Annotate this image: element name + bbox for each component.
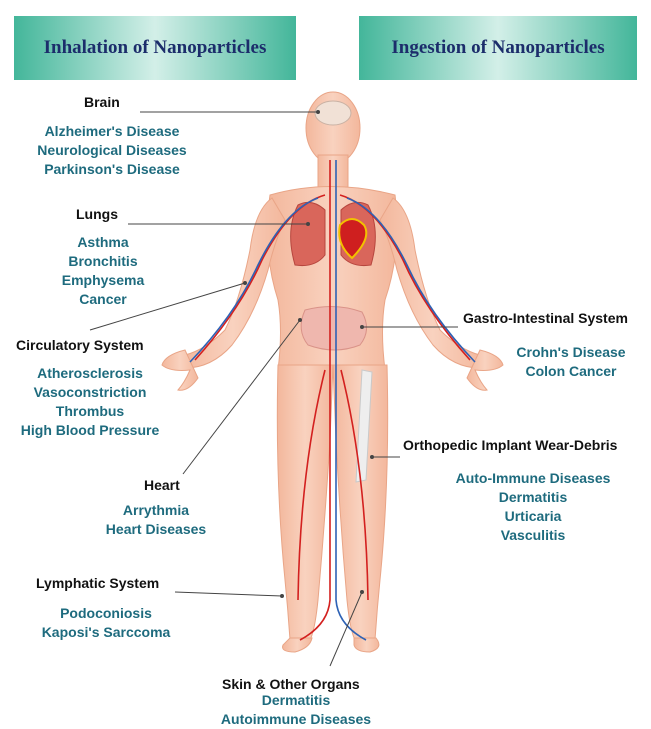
list-item: Kaposi's Sarccoma xyxy=(26,623,186,642)
list-item: Emphysema xyxy=(48,271,158,290)
list-item: Auto-Immune Diseases xyxy=(440,469,626,488)
brain-heading: Brain xyxy=(84,94,120,110)
list-item: Asthma xyxy=(48,233,158,252)
lungs-list: Asthma Bronchitis Emphysema Cancer xyxy=(48,233,158,309)
list-item: Thrombus xyxy=(10,402,170,421)
lymphatic-connector xyxy=(175,592,282,596)
lungs-heading: Lungs xyxy=(76,206,118,222)
list-item: Arrythmia xyxy=(94,501,218,520)
list-item: Cancer xyxy=(48,290,158,309)
list-item: Dermatitis xyxy=(440,488,626,507)
list-item: Urticaria xyxy=(440,507,626,526)
list-item: Colon Cancer xyxy=(502,362,640,381)
skin-heading: Skin & Other Organs xyxy=(222,676,360,692)
list-item: Neurological Diseases xyxy=(18,141,206,160)
heart-connector xyxy=(183,320,300,474)
brain-list: Alzheimer's Disease Neurological Disease… xyxy=(18,122,206,179)
list-item: Vasoconstriction xyxy=(10,383,170,402)
list-item: Atherosclerosis xyxy=(10,364,170,383)
gastro-list: Crohn's Disease Colon Cancer xyxy=(502,343,640,381)
list-item: Bronchitis xyxy=(48,252,158,271)
lymphatic-heading: Lymphatic System xyxy=(36,575,159,591)
list-item: High Blood Pressure xyxy=(10,421,170,440)
list-item: Crohn's Disease xyxy=(502,343,640,362)
circulatory-heading: Circulatory System xyxy=(16,337,144,353)
list-item: Alzheimer's Disease xyxy=(18,122,206,141)
lymphatic-list: Podoconiosis Kaposi's Sarccoma xyxy=(26,604,186,642)
orthopedic-list: Auto-Immune Diseases Dermatitis Urticari… xyxy=(440,469,626,545)
list-item: Dermatitis xyxy=(206,691,386,710)
skin-connector xyxy=(330,592,362,666)
circulatory-list: Atherosclerosis Vasoconstriction Thrombu… xyxy=(10,364,170,440)
orthopedic-heading: Orthopedic Implant Wear-Debris xyxy=(403,437,617,453)
list-item: Autoimmune Diseases xyxy=(206,710,386,729)
list-item: Heart Diseases xyxy=(94,520,218,539)
heart-heading: Heart xyxy=(144,477,180,493)
list-item: Podoconiosis xyxy=(26,604,186,623)
list-item: Parkinson's Disease xyxy=(18,160,206,179)
heart-list: Arrythmia Heart Diseases xyxy=(94,501,218,539)
list-item: Vasculitis xyxy=(440,526,626,545)
gastro-heading: Gastro-Intestinal System xyxy=(463,310,628,326)
skin-list: Dermatitis Autoimmune Diseases xyxy=(206,691,386,729)
